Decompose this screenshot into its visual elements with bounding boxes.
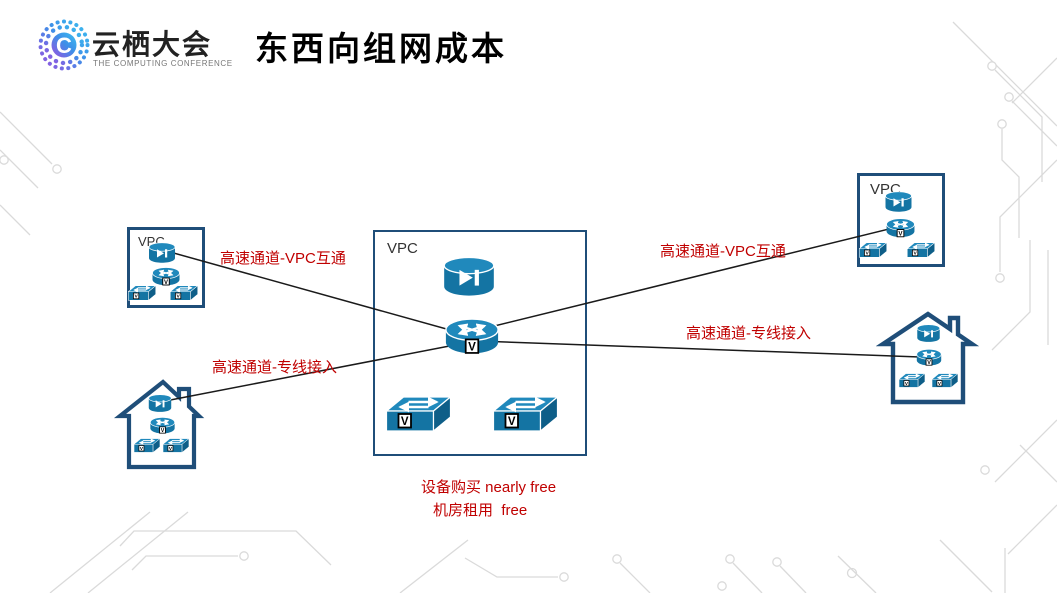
virtual-switch-icon xyxy=(386,393,451,435)
virtual-switch-icon xyxy=(134,437,160,454)
connection-label-left-vpc: 高速通道-VPC互通 xyxy=(220,250,346,267)
logo-brand-text: 云栖大会 xyxy=(92,29,213,60)
virtual-switch-icon xyxy=(859,241,887,259)
vpc-box-center: VPC xyxy=(373,230,587,456)
cost-note-room: 机房租用 free xyxy=(433,502,528,519)
virtual-switch-icon xyxy=(932,372,958,389)
virtual-switch-icon xyxy=(163,437,189,454)
gateway-cylinder-icon xyxy=(883,191,914,213)
cost-note-device: 设备购买 nearly free xyxy=(421,479,557,496)
connection-label-right-house: 高速通道-专线接入 xyxy=(686,325,811,342)
virtual-switch-icon xyxy=(170,284,198,302)
gateway-cylinder-icon xyxy=(915,324,942,343)
virtual-router-icon xyxy=(149,416,176,435)
conference-logo-sphere-icon: C xyxy=(38,19,90,71)
gateway-cylinder-icon xyxy=(147,242,177,264)
connection-line-left-vpc xyxy=(169,251,469,336)
virtual-switch-icon xyxy=(907,241,935,259)
slide-title: 东西向组网成本 xyxy=(255,30,507,67)
virtual-switch-icon xyxy=(128,284,156,302)
connection-line-right-house xyxy=(477,340,921,358)
vpc-label: VPC xyxy=(387,240,418,257)
gateway-cylinder-icon xyxy=(147,394,173,413)
logo-monogram: C xyxy=(56,33,72,58)
virtual-router-icon xyxy=(915,348,943,367)
connection-label-left-house: 高速通道-专线接入 xyxy=(212,359,337,376)
connection-line-right-vpc xyxy=(473,227,894,332)
connection-line-left-house xyxy=(159,342,466,403)
virtual-router-icon xyxy=(443,316,501,357)
gateway-cylinder-icon xyxy=(440,256,498,298)
virtual-router-icon xyxy=(885,217,916,239)
logo-tagline-text: THE COMPUTING CONFERENCE xyxy=(93,59,233,68)
virtual-switch-icon xyxy=(899,372,925,389)
virtual-switch-icon xyxy=(493,393,558,435)
connection-label-right-vpc: 高速通道-VPC互通 xyxy=(660,243,786,260)
